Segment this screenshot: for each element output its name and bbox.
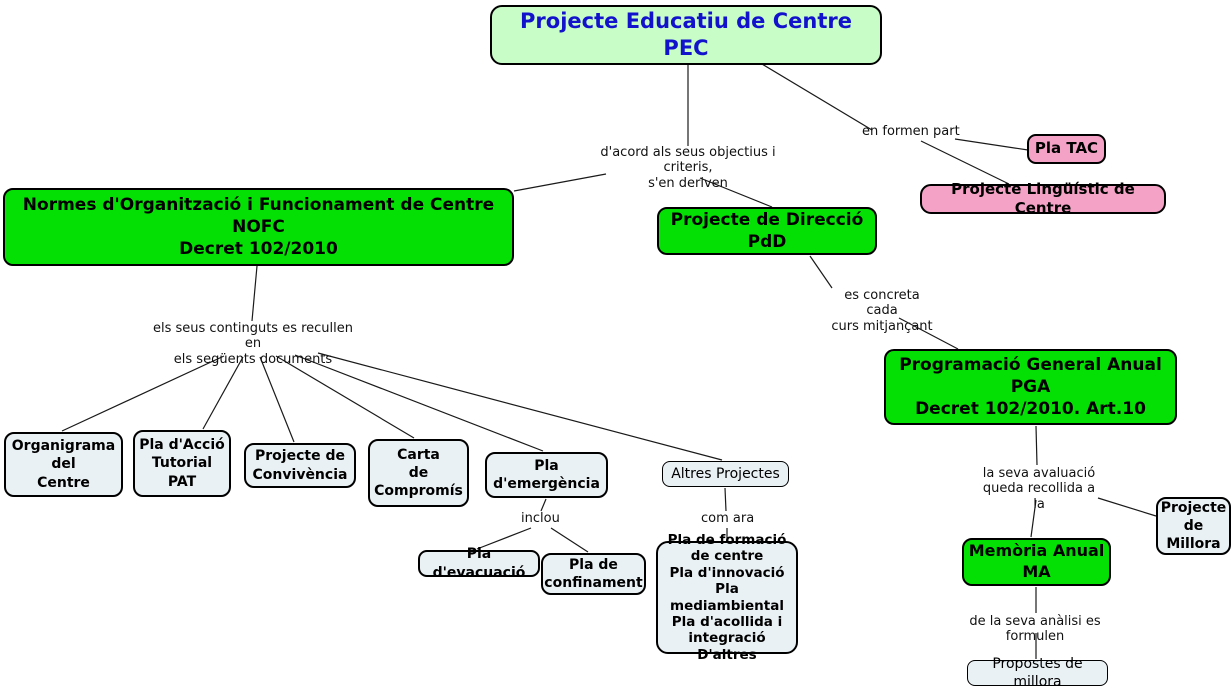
node-memoria[interactable]: Memòria Anual MA [962,538,1111,586]
node-propostes-millora[interactable]: Propostes de millora [967,656,1108,689]
connector-line [809,255,833,289]
link-label-avaluacio[interactable]: la seva avaluació queda recollida a la [982,466,1096,512]
connector-line [699,177,773,208]
connector-line [761,63,873,131]
node-evacuacio[interactable]: Pla d'evacuació [418,546,540,581]
connector-line [724,487,727,512]
link-label-inclou[interactable]: inclou [521,511,560,526]
link-label-continguts[interactable]: els seus continguts es recullen en els s… [152,321,354,367]
node-nofc[interactable]: Normes d'Organització i Funcionament de … [3,188,514,266]
connector-line [954,138,1029,151]
connector-line [898,317,959,350]
connector-line [1035,425,1038,466]
connector-line [540,498,547,512]
node-emergencia[interactable]: Pla d'emergència [485,452,608,498]
connector-line [61,355,225,432]
link-label-en-formen-part[interactable]: en formen part [862,124,960,139]
node-pla-tac[interactable]: Pla TAC [1027,134,1106,164]
connector-line [259,356,295,443]
connector-line [202,356,244,430]
node-pga[interactable]: Programació General Anual PGA Decret 102… [884,349,1177,425]
link-label-objectius[interactable]: d'acord als seus objectius i criteris, s… [600,145,776,191]
node-pdd[interactable]: Projecte de Direcció PdD [657,207,877,255]
connector-line [317,352,723,461]
connector-line [550,527,589,553]
node-convivencia[interactable]: Projecte de Convivència [244,443,356,488]
node-llista-projectes[interactable]: Pla de formació de centre Pla d'innovaci… [656,532,798,663]
connector-line [920,140,1010,185]
connector-line [513,173,607,192]
connector-line [1097,497,1157,517]
link-label-analisi[interactable]: de la seva anàlisi es formulen [969,614,1101,645]
node-pat[interactable]: Pla d'Acció Tutorial PAT [133,430,231,497]
node-altres-projectes[interactable]: Altres Projectes [662,461,789,487]
connector-line [251,265,258,322]
node-projecte-millora[interactable]: Projecte de Millora [1156,497,1231,555]
node-pec[interactable]: Projecte Educatiu de Centre PEC [490,5,882,65]
connector-line [275,355,415,439]
connector-line [476,527,532,550]
link-label-es-concreta[interactable]: es concreta cada curs mitjançant [831,288,933,334]
connector-line [294,354,544,452]
node-projecte-linguistic[interactable]: Projecte Lingüístic de Centre [920,180,1166,217]
link-label-com-ara[interactable]: com ara [701,511,755,526]
node-organigrama[interactable]: Organigrama del Centre [4,432,123,497]
node-carta-compromis[interactable]: Carta de Compromís [368,439,469,507]
node-confinament[interactable]: Pla de confinament [541,553,646,595]
connector-line [1030,499,1037,538]
